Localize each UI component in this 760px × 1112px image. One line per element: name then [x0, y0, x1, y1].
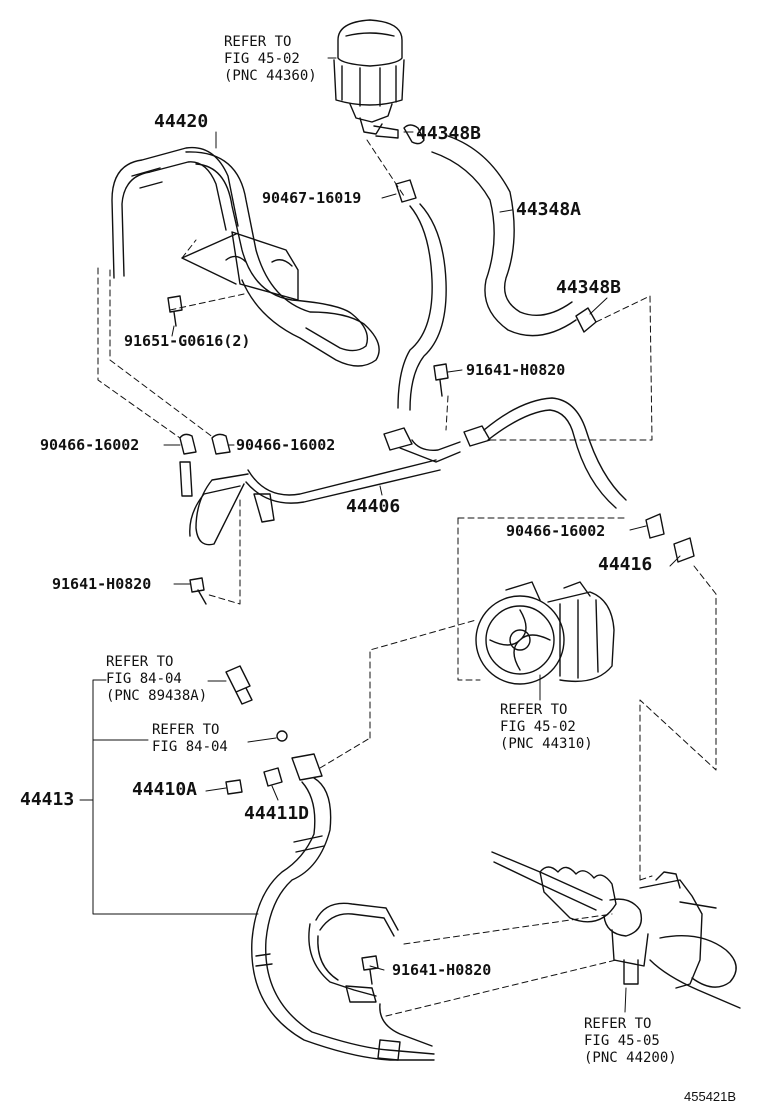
switch-ref-line2: FIG 84-04	[106, 671, 182, 687]
clamp-44348b-top	[403, 124, 425, 145]
part-label-44416: 44416	[598, 554, 653, 575]
bolt-91641-mid	[189, 577, 207, 605]
pump-drawing	[475, 581, 615, 685]
pump-reference: REFER TO FIG 45-02 (PNC 44310)	[500, 702, 593, 753]
union-44411d	[263, 767, 283, 787]
part-label-44420: 44420	[154, 111, 209, 132]
oring-ref-line1: REFER TO	[152, 722, 220, 738]
reservoir-ref-line2: FIG 45-02	[224, 51, 300, 67]
pressure-line-44406	[179, 397, 695, 563]
part-label-90466-right: 90466-16002	[506, 522, 606, 540]
clip-90467	[395, 179, 417, 203]
part-label-44410a: 44410A	[132, 779, 198, 800]
switch-ref-line1: REFER TO	[106, 654, 174, 670]
part-label-91641-top: 91641-H0820	[466, 361, 566, 379]
part-label-91641-bottom: 91641-H0820	[392, 961, 492, 979]
part-label-91651: 91651-G0616(2)	[124, 332, 251, 350]
figure-id: 455421B	[684, 1089, 737, 1104]
gear-reference: REFER TO FIG 45-05 (PNC 44200)	[584, 1016, 677, 1067]
part-label-91641-mid: 91641-H0820	[52, 575, 152, 593]
o-ring	[276, 730, 288, 742]
supply-hose-b	[409, 203, 447, 411]
part-label-90467: 90467-16019	[262, 189, 362, 207]
part-label-90466-mid: 90466-16002	[236, 436, 336, 454]
pressure-switch	[225, 665, 253, 705]
part-label-44406: 44406	[346, 496, 401, 517]
part-label-44348b-mid: 44348B	[556, 277, 622, 298]
part-label-90466-left: 90466-16002	[40, 436, 140, 454]
bolt-91651	[167, 295, 183, 327]
reservoir-ref-line3: (PNC 44360)	[224, 68, 317, 84]
pump-ref-line3: (PNC 44310)	[500, 736, 593, 752]
union-44410a	[225, 779, 243, 795]
part-label-44348a: 44348A	[516, 199, 582, 220]
gear-ref-line3: (PNC 44200)	[584, 1050, 677, 1066]
pump-ref-line1: REFER TO	[500, 702, 568, 718]
return-hose-44348a-b	[447, 135, 573, 316]
steering-gear-drawing	[491, 851, 741, 1009]
pressure-hose-44413	[251, 777, 435, 1061]
pump-ref-line2: FIG 45-02	[500, 719, 576, 735]
oring-reference: REFER TO FIG 84-04	[152, 722, 228, 756]
gear-ref-line2: FIG 45-05	[584, 1033, 660, 1049]
supply-hose-a	[397, 205, 433, 409]
part-label-44348b-top: 44348B	[416, 123, 482, 144]
oring-ref-line2: FIG 84-04	[152, 739, 228, 755]
return-hose-44348a-a	[431, 151, 577, 337]
reservoir-ref-line1: REFER TO	[224, 34, 292, 50]
cooler-tubes	[111, 146, 380, 367]
part-label-44411d: 44411D	[244, 803, 310, 824]
bolt-91641-top	[433, 363, 449, 397]
reservoir-reference: REFER TO FIG 45-02 (PNC 44360)	[224, 34, 317, 85]
hose-fitting-top	[291, 753, 323, 781]
reservoir-drawing	[333, 19, 405, 139]
bolt-91641-bottom	[361, 955, 379, 985]
switch-ref-line3: (PNC 89438A)	[106, 688, 208, 704]
part-label-44413: 44413	[20, 789, 75, 810]
gear-ref-line1: REFER TO	[584, 1016, 652, 1032]
switch-reference: REFER TO FIG 84-04 (PNC 89438A)	[106, 654, 207, 705]
